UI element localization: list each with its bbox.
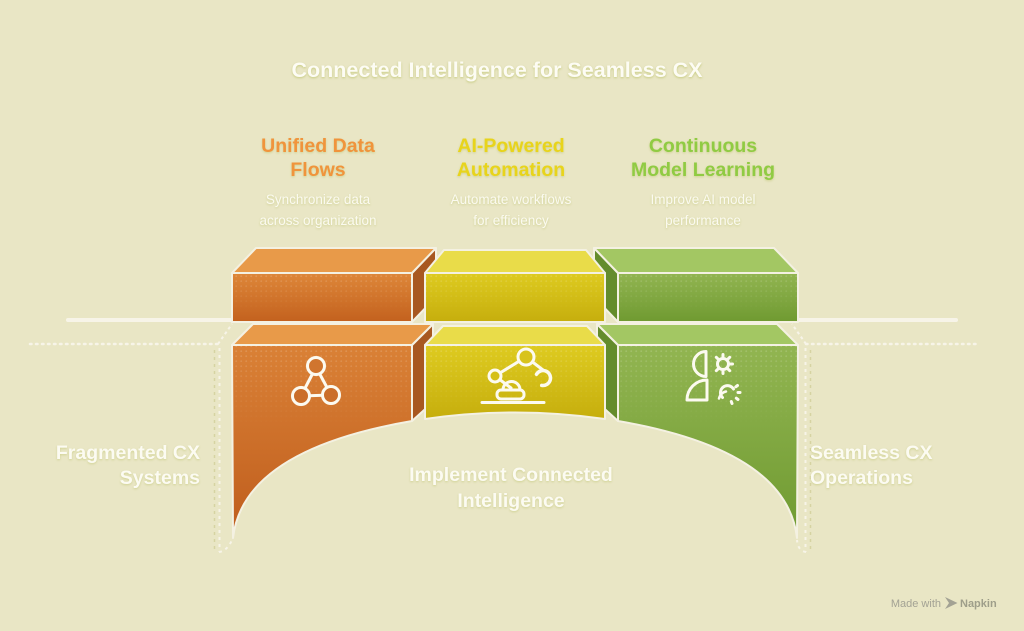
made-with-napkin-badge[interactable]: Made with Napkin (891, 597, 997, 610)
made-with-text: Made with (891, 598, 941, 610)
texture-cap-right (618, 273, 798, 313)
heading-unified-data-line2: Flows (290, 159, 345, 181)
label-fragmented-line2: Systems (120, 467, 200, 489)
cap-left-top-face (231, 247, 437, 274)
bridge-deck-lines (28, 318, 981, 346)
subtitle-model-learning-line1: Improve AI model (650, 192, 755, 207)
robot-arm-icon (480, 347, 553, 404)
pillar-center-top-face (424, 325, 606, 346)
pillar-right-top-face (596, 323, 799, 346)
cap-center-top-face (424, 249, 606, 274)
halftone-texture (232, 273, 798, 430)
label-implement-line2: Intelligence (457, 490, 564, 512)
diagram-title: Connected Intelligence for Seamless CX (291, 58, 703, 82)
heading-model-learning-line2: Model Learning (631, 159, 775, 181)
label-seamless-line2: Operations (810, 467, 913, 489)
network-nodes-icon (291, 356, 341, 406)
heading-automation-line2: Automation (457, 159, 565, 181)
napkin-logo-icon (945, 597, 958, 609)
texture-cap-center (425, 273, 605, 313)
cap-right-top-face (593, 247, 799, 274)
texture-pillar-left (232, 345, 412, 430)
subtitle-automation-line2: for efficiency (473, 213, 549, 228)
subtitle-unified-data-line2: across organization (259, 213, 376, 228)
label-seamless-line1: Seamless CX (810, 442, 933, 464)
label-fragmented-line1: Fragmented CX (56, 442, 200, 464)
texture-cap-left (232, 273, 412, 313)
pillar-left-top-face (231, 323, 434, 346)
subtitle-automation-line1: Automate workflows (451, 192, 572, 207)
napkin-brand-text: Napkin (960, 598, 997, 610)
tower-silhouettes (213, 348, 812, 553)
subtitle-model-learning-line2: performance (665, 213, 741, 228)
heading-unified-data-line1: Unified Data (261, 135, 375, 157)
deck-edge-left (217, 323, 233, 345)
deck-edge-right (791, 323, 807, 345)
texture-pillar-center (425, 345, 605, 415)
silhouette-foot-right (796, 539, 807, 553)
silhouette-foot-left (218, 539, 233, 553)
heading-model-learning-line1: Continuous (649, 135, 757, 157)
subtitle-unified-data-line1: Synchronize data (266, 192, 371, 207)
heading-automation-line1: AI-Powered (457, 135, 564, 157)
label-implement-line1: Implement Connected (409, 464, 613, 486)
person-gears-icon (685, 350, 742, 405)
